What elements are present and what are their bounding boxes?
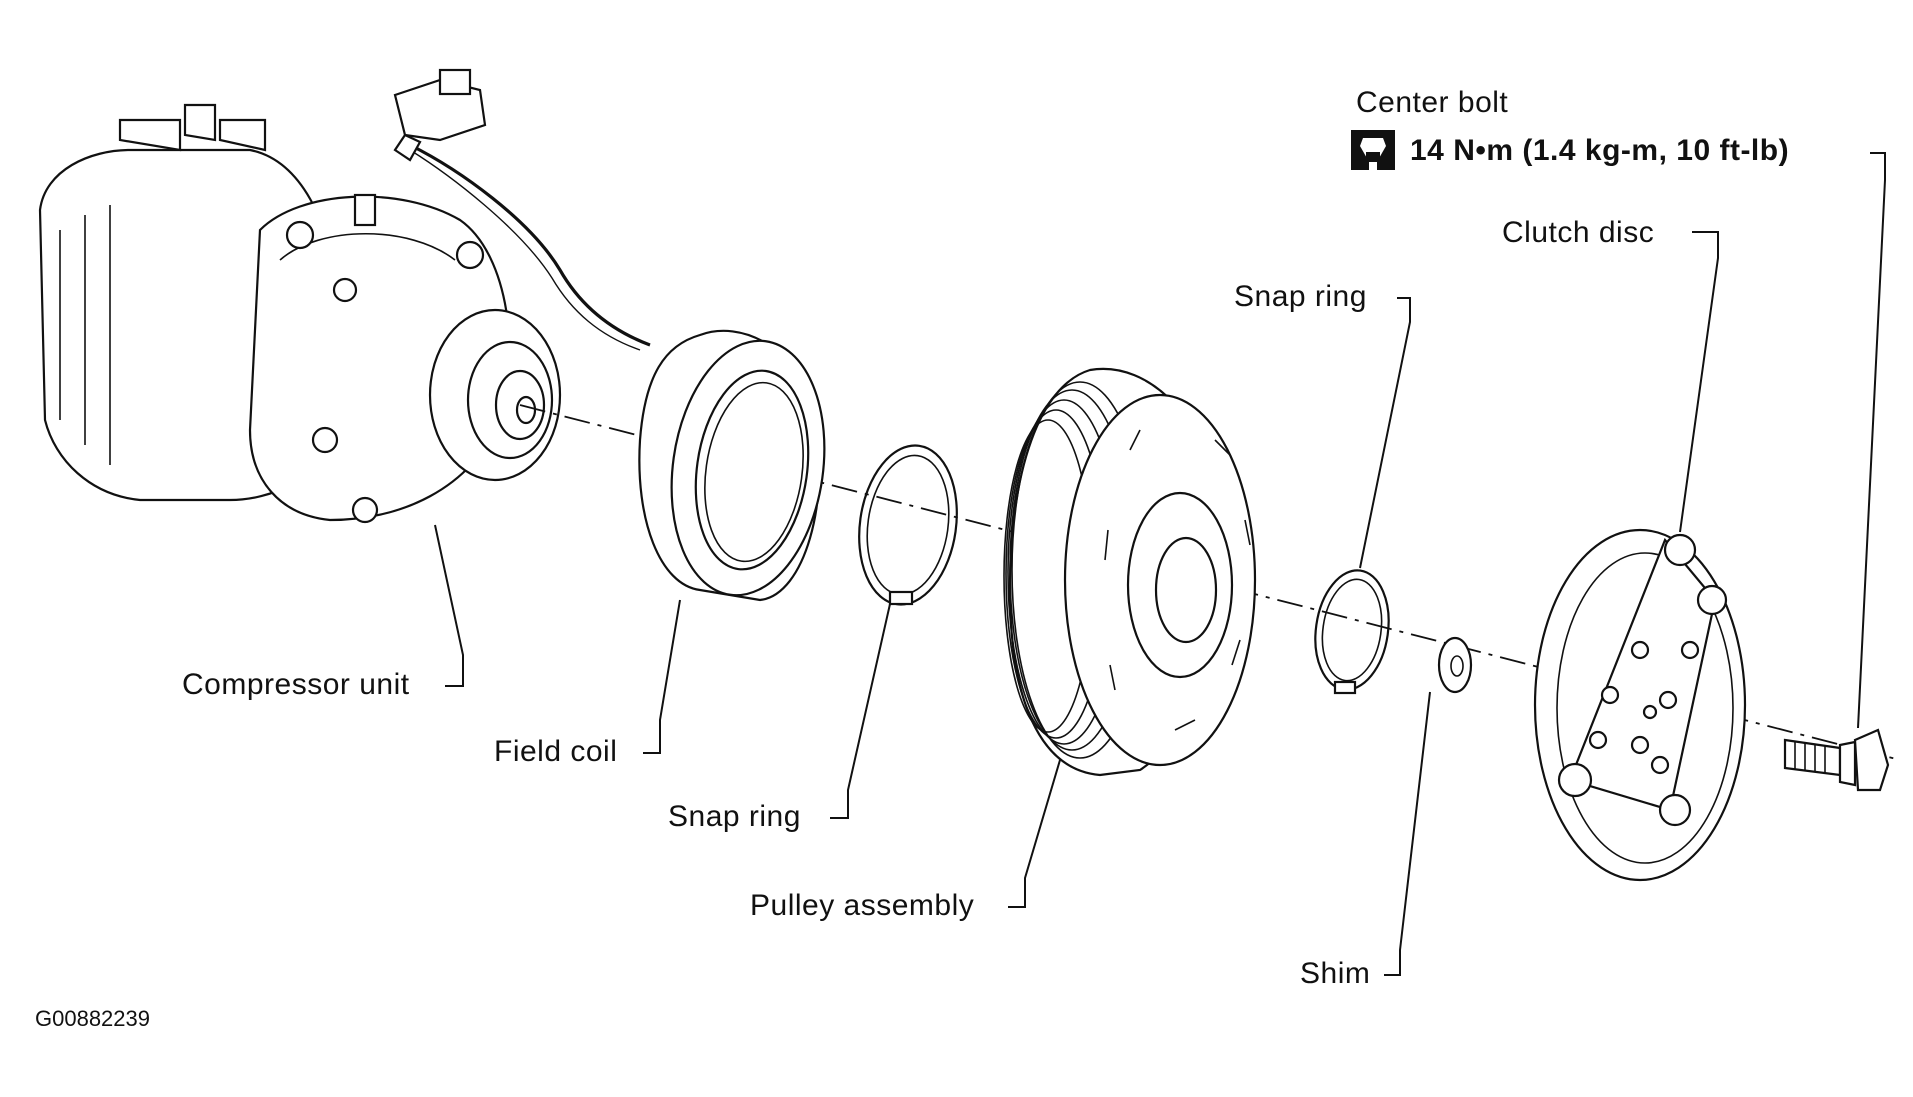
torque-spec-label: 14 N•m (1.4 kg-m, 10 ft-lb) [1410, 134, 1790, 167]
snap-ring-small-drawing [1314, 569, 1390, 695]
shim-drawing [1437, 636, 1473, 694]
compressor-unit-label: Compressor unit [182, 668, 410, 701]
clutch-disc-label: Clutch disc [1502, 216, 1655, 249]
pulley-assembly-drawing [1003, 367, 1257, 777]
field-coil-drawing [638, 329, 826, 602]
center-bolt-label: Center bolt [1356, 86, 1509, 119]
snap-ring-lower-label: Snap ring [668, 800, 801, 833]
shim-label: Shim [1300, 957, 1371, 990]
center-bolt-drawing [1783, 728, 1890, 792]
clutch-disc-drawing [1533, 528, 1747, 882]
pulley-assembly-label: Pulley assembly [750, 889, 975, 922]
snap-ring-upper-label: Snap ring [1234, 280, 1367, 313]
leader-lines [434, 152, 1886, 976]
field-coil-label: Field coil [494, 735, 618, 768]
snap-ring-large-drawing [858, 444, 958, 606]
torque-wrench-icon [1351, 130, 1395, 170]
figure-id: G00882239 [35, 1006, 150, 1031]
compressor-unit-drawing [38, 68, 651, 524]
